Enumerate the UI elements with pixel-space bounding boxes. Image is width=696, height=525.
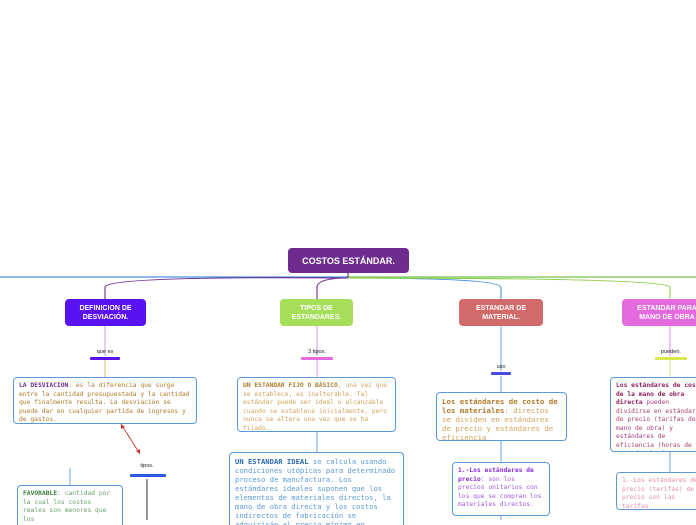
card-estandar-fijo[interactable]: UN ESTANDAR FIJO O BÁSICO, una vez que s… [237, 377, 396, 432]
card-text: : cantidad por la cual los costos reales… [23, 490, 111, 523]
connector-bar [655, 357, 687, 360]
card-estandar-mano-obra[interactable]: Los estándares de costo de la mano de ob… [610, 377, 696, 452]
card-term: 1.-Los estándares de precio [458, 467, 534, 483]
card-term: Los estándares de costo de la mano de ob… [616, 382, 696, 406]
card-estandar-material[interactable]: Los estándares de costo de los materiale… [436, 392, 567, 441]
card-text: : es la diferencia que surge entre la ca… [19, 382, 190, 423]
card-text: , una vez que se establece, es inalterab… [243, 382, 388, 432]
card-term: FAVORABLE [23, 490, 58, 497]
card-estandar-precio[interactable]: 1.-Los estándares de precio: son los pre… [452, 462, 550, 516]
branch-label: ESTANDAR PARA MANO DE OBRA [637, 304, 696, 321]
card-text: 1.-Los estándares de precio (tarifas) de… [622, 477, 696, 510]
card-text: se calcula usando condiciones utópicas p… [235, 457, 396, 525]
branch-estandar-mano-obra[interactable]: ESTANDAR PARA MANO DE OBRA [622, 299, 696, 326]
card-text: : son los precios unitarios con los que … [458, 475, 542, 509]
card-text: : directos se dividen en estándares de p… [442, 406, 554, 441]
branch-label: ESTANDAR DE MATERIAL. [475, 304, 527, 321]
connector-bar [301, 357, 333, 360]
card-term: LA DESVIACION [19, 382, 69, 389]
connector-label-3-tipos: 3 tipos. [308, 349, 326, 355]
card-term: UN ESTANDAR IDEAL [235, 457, 309, 466]
card-term: Los estándares de costo de los materiale… [442, 397, 558, 415]
branch-label: TIPOS DE ESTANDARES. [291, 304, 342, 321]
branch-estandar-material[interactable]: ESTANDAR DE MATERIAL. [459, 299, 543, 326]
branch-tipos-estandares[interactable]: TIPOS DE ESTANDARES. [280, 299, 353, 326]
connector-bar [90, 357, 120, 360]
branch-label: DEFINICION DE DESVIACIÓN. [79, 304, 132, 321]
card-tarifas[interactable]: 1.-Los estándares de precio (tarifas) de… [616, 472, 696, 510]
connector-label-tipos: tipos. [140, 463, 154, 469]
card-favorable[interactable]: FAVORABLE: cantidad por la cual los cost… [17, 485, 123, 525]
card-text: pueden dividirse en estándares de precio… [616, 399, 696, 451]
card-desviacion[interactable]: LA DESVIACION: es la diferencia que surg… [13, 377, 197, 424]
root-topic[interactable]: COSTOS ESTÁNDAR. [288, 248, 409, 273]
card-term: UN ESTANDAR FIJO O BÁSICO [243, 382, 338, 389]
connector-label-que-es: que es [96, 349, 114, 355]
connector-label-uso: uso [496, 364, 506, 370]
card-estandar-ideal[interactable]: UN ESTANDAR IDEAL se calcula usando cond… [229, 452, 404, 525]
connector-label-pueden: pueden. [661, 349, 681, 355]
connector-bar [491, 372, 511, 375]
connector-bar [130, 474, 166, 477]
branch-definicion-desviacion[interactable]: DEFINICION DE DESVIACIÓN. [65, 299, 146, 326]
